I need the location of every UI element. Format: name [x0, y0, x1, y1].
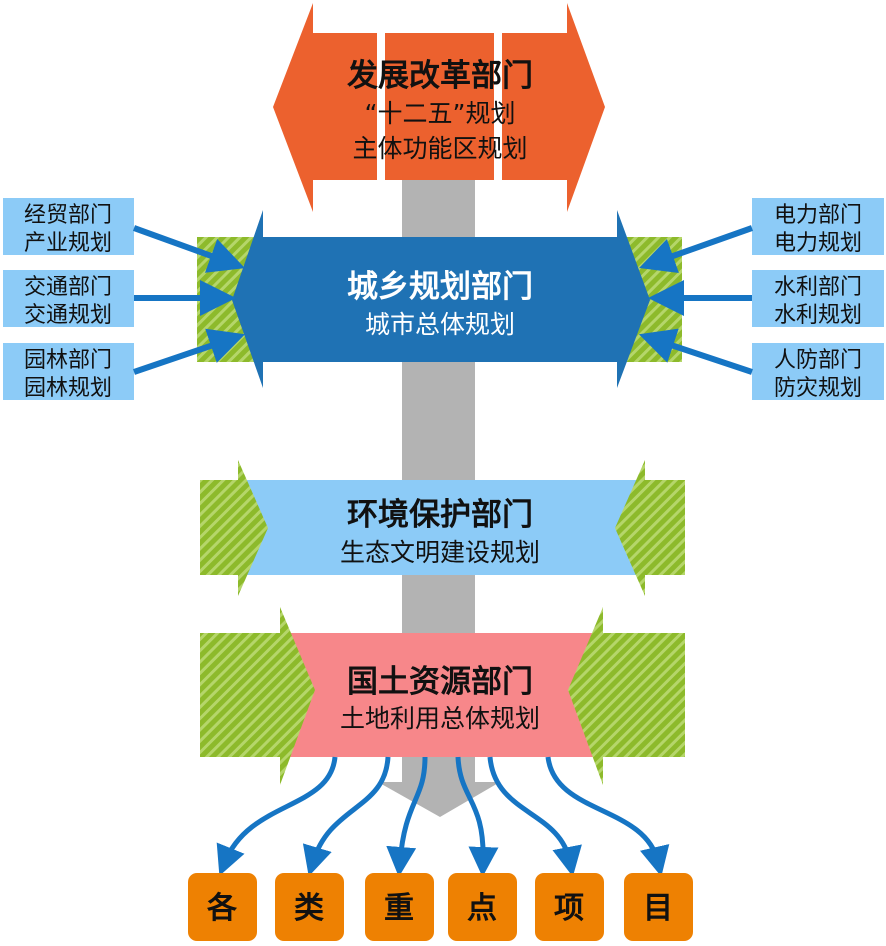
output-box [624, 873, 693, 941]
main-function-zone-plan-label: 主体功能区规划 [352, 134, 527, 163]
output-box [188, 873, 257, 941]
env-protection-dept-shape [245, 480, 637, 575]
output-box [365, 873, 434, 941]
power-plan-label: 电力规划 [774, 231, 862, 256]
output-label: 项 [554, 891, 584, 926]
five-year-plan-label: “十二五”规划 [365, 99, 516, 128]
development-reform-dept-shape [273, 3, 605, 212]
water-dept-label: 水利部门 [774, 275, 862, 300]
land-right-green-arrow [568, 607, 685, 785]
trade-dept-label: 经贸部门 [24, 203, 112, 228]
output-box [535, 873, 604, 941]
output-box [448, 873, 517, 941]
right-input-boxes [752, 198, 884, 400]
output-label: 目 [643, 891, 673, 926]
ecological-plan-label: 生态文明建设规划 [340, 538, 540, 567]
land-resources-dept-title: 国土资源部门 [347, 664, 533, 700]
output-arrows [216, 756, 670, 877]
output-box [275, 873, 344, 941]
urban-planning-dept-title: 城乡规划部门 [347, 269, 533, 305]
landscape-plan-label: 园林规划 [24, 376, 112, 401]
power-dept-label: 电力部门 [774, 203, 862, 228]
env-left-green-arrow [200, 460, 268, 596]
output-label: 点 [467, 891, 497, 926]
land-left-green-arrow [200, 607, 315, 785]
land-use-plan-label: 土地利用总体规划 [340, 704, 540, 733]
output-label: 各 [206, 891, 238, 926]
env-right-green-arrow [615, 460, 685, 596]
env-protection-dept-title: 环境保护部门 [347, 497, 533, 533]
industry-plan-label: 产业规划 [24, 231, 112, 256]
disaster-plan-label: 防灾规划 [774, 376, 862, 401]
left-input-boxes [3, 198, 134, 400]
output-boxes [188, 873, 693, 941]
landscape-dept-label: 园林部门 [24, 348, 112, 373]
output-label: 类 [294, 891, 324, 926]
civil-defense-dept-label: 人防部门 [774, 348, 862, 373]
water-plan-label: 水利规划 [774, 303, 862, 328]
city-master-plan-label: 城市总体规划 [365, 310, 515, 339]
land-resources-dept-shape [285, 633, 597, 757]
transport-dept-label: 交通部门 [24, 275, 112, 300]
output-label: 重 [384, 891, 414, 926]
urban-planning-dept-shape [232, 210, 650, 388]
development-reform-dept-title: 发展改革部门 [346, 58, 533, 94]
input-arrows [132, 225, 754, 375]
transport-plan-label: 交通规划 [24, 303, 112, 328]
